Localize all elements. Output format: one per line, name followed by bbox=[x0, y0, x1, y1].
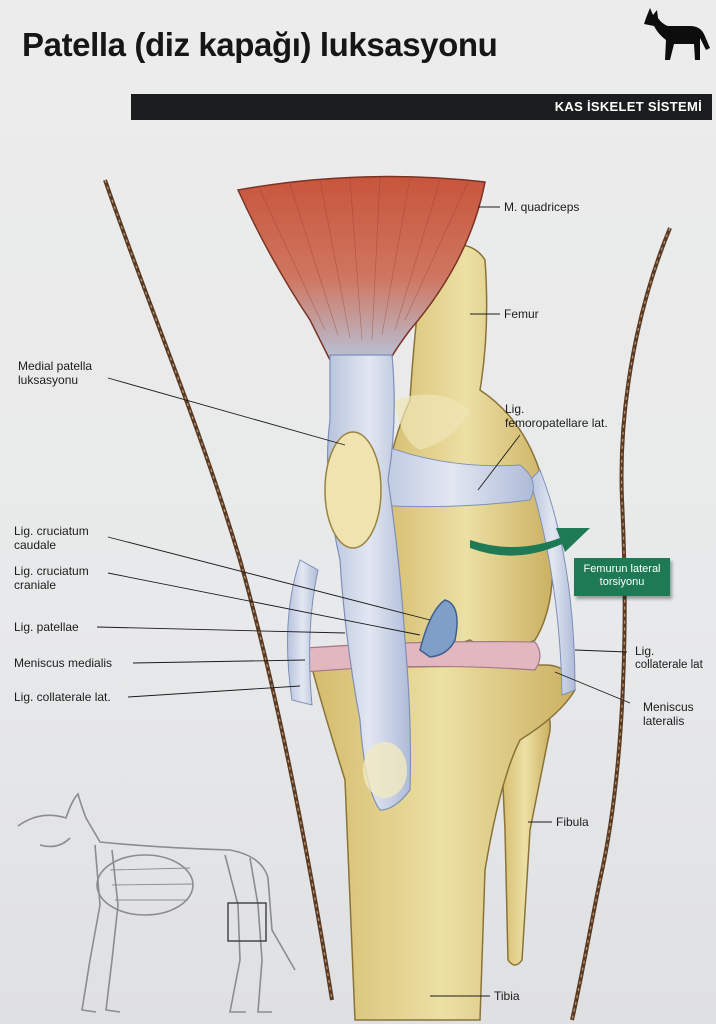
label-medial-patella-line1: Medial patella bbox=[18, 359, 93, 373]
label-lig-patellae: Lig. patellae bbox=[14, 620, 79, 634]
label-meniscus-lateralis-line2: lateralis bbox=[643, 714, 685, 728]
label-lig-cruciatum-caudale-line2: caudale bbox=[14, 538, 57, 552]
label-lig-femoropatellare-line2: femoropatellare lat. bbox=[505, 416, 608, 430]
torsion-arrow-icon bbox=[470, 528, 590, 556]
skin-outline-right bbox=[570, 227, 672, 1021]
torsion-callout-box: Femurun lateral torsiyonu bbox=[574, 558, 670, 596]
label-lig-cruciatum-craniale-line1: Lig. cruciatum bbox=[14, 564, 89, 578]
label-lig-collaterale-lat-right-line1: Lig. bbox=[635, 644, 655, 658]
label-lig-collaterale-lat-left: Lig. collaterale lat. bbox=[14, 690, 111, 704]
label-lig-cruciatum-craniale-line2: craniale bbox=[14, 578, 57, 592]
label-medial-patella-line2: luksasyonu bbox=[18, 373, 79, 387]
label-m-quadriceps: M. quadriceps bbox=[504, 200, 580, 214]
skin-outline-left bbox=[103, 179, 334, 1001]
label-lig-cruciatum-caudale-line1: Lig. cruciatum bbox=[14, 524, 89, 538]
quadriceps-muscle bbox=[236, 175, 486, 361]
torsion-callout-line1: Femurun lateral bbox=[583, 563, 661, 575]
section-header-bar: KAS İSKELET SİSTEMİ bbox=[131, 94, 712, 120]
label-tibia: Tibia bbox=[494, 989, 520, 1003]
label-fibula: Fibula bbox=[556, 815, 589, 829]
label-femur: Femur bbox=[504, 307, 539, 321]
label-lig-femoropatellare-line1: Lig. bbox=[505, 402, 525, 416]
torsion-callout-line2: torsiyonu bbox=[599, 576, 645, 588]
label-meniscus-medialis: Meniscus medialis bbox=[14, 656, 113, 670]
dog-silhouette-icon bbox=[644, 8, 710, 60]
page-title: Patella (diz kapağı) luksasyonu bbox=[22, 26, 498, 63]
cruciate-ligament-shape bbox=[419, 599, 458, 658]
leader-lines bbox=[96, 206, 631, 997]
label-meniscus-lateralis-line1: Meniscus bbox=[643, 700, 694, 714]
tibia-bone bbox=[308, 658, 576, 1021]
patella-bone bbox=[324, 431, 382, 549]
dog-skeleton-thumbnail bbox=[17, 792, 296, 1013]
femoropatellar-ligament-shape bbox=[369, 439, 534, 508]
label-lig-collaterale-lat-right-line2: collaterale lat bbox=[635, 659, 703, 671]
section-title: KAS İSKELET SİSTEMİ bbox=[554, 99, 702, 114]
